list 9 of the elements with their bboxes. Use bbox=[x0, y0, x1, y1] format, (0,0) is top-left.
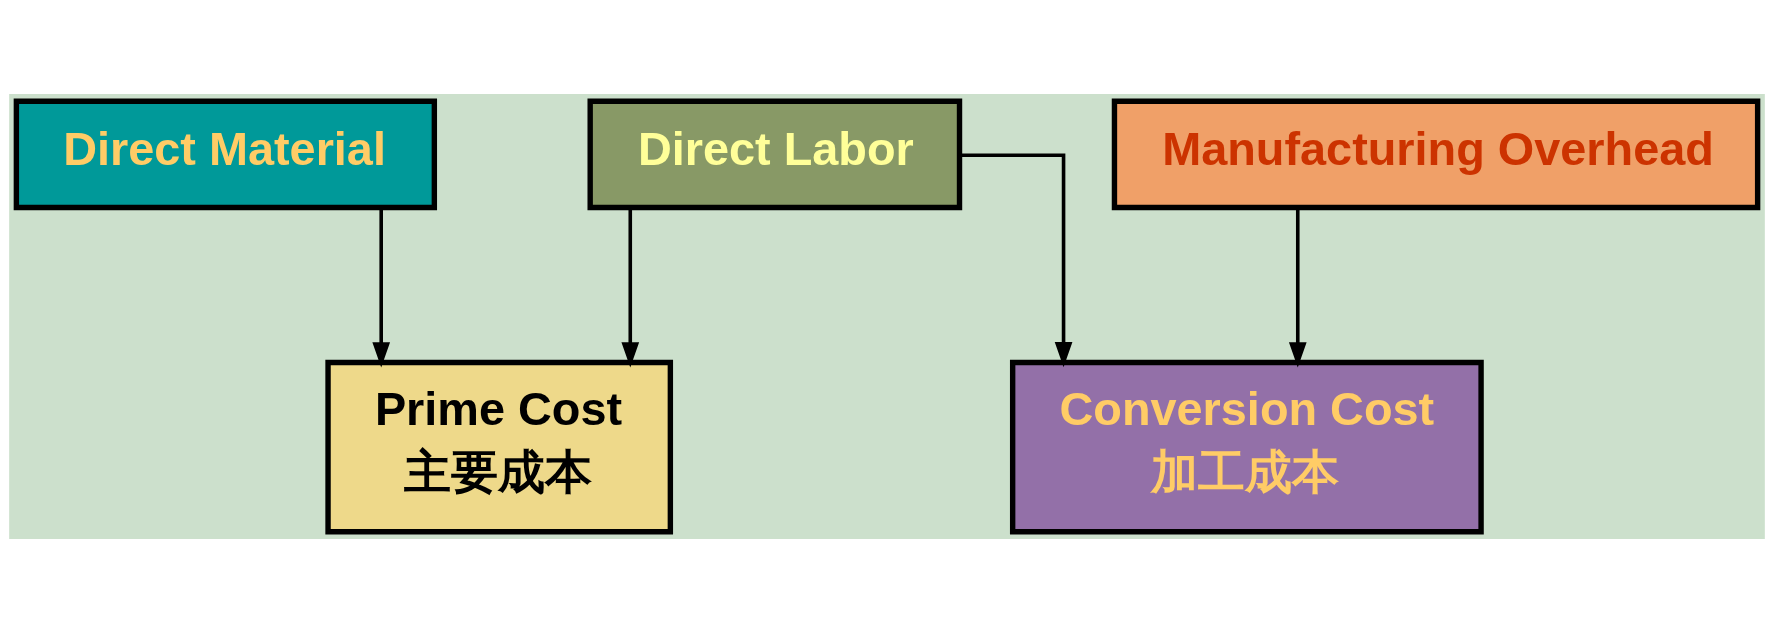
node-box: Conversion Cost 加工成本 bbox=[1009, 359, 1484, 535]
arrow bbox=[1288, 208, 1307, 368]
node-box: Direct Labor bbox=[587, 98, 963, 211]
node-box: Manufacturing Overhead bbox=[1111, 98, 1761, 211]
node-box: Prime Cost 主要成本 bbox=[325, 359, 674, 535]
arrow bbox=[621, 208, 640, 368]
arrow bbox=[960, 153, 1073, 368]
node-box: Direct Material bbox=[13, 98, 438, 211]
arrow bbox=[372, 208, 391, 368]
